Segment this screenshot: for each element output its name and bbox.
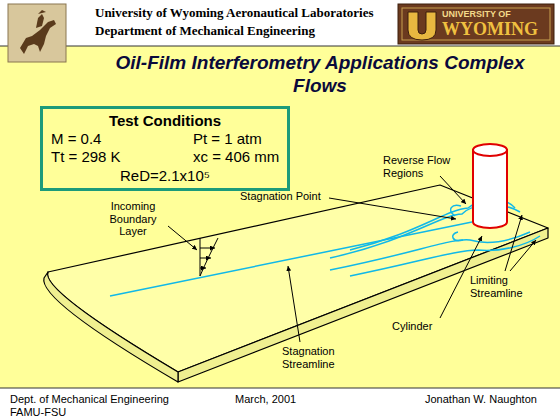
box-heading: Test Conditions [43,112,287,129]
leader-lines [168,176,536,342]
footer-text: March, 2001 [235,393,296,406]
slide-panel [0,46,560,388]
footer-text: FAMU-FSU [10,406,66,419]
condition-value: ReD=2.1x10⁵ [43,167,287,184]
wyoming-logo [398,4,554,44]
conditions-box: Test ConditionsM = 0.4 Pt = 1 atm Tt = 298… [40,106,290,191]
condition-value: Pt = 1 atm [193,130,262,147]
part-label: Stagnation Streamline [282,345,356,370]
condition-value: Tt = 298 K [51,148,121,165]
horse-logo [8,4,66,62]
part-label: Limiting Streamline [470,274,544,299]
condition-value: xc = 406 mm [193,148,279,165]
slide-title: Oil-Film Interferometry Applications Com… [115,52,525,98]
logo-text: WYOMING [442,19,538,40]
footer-text: Dept. of Mechanical Engineering [10,393,169,406]
header-text: University of Wyoming Aeronautical Labor… [95,6,374,21]
header-text: Department of Mechanical Engineering [95,24,315,39]
cylinder [473,144,507,228]
part-label: Stagnation Point [240,190,321,203]
boundary-layer-profile [200,238,218,276]
part-label: Incoming Boundary Layer [100,200,166,238]
part-label: Cylinder [392,320,432,333]
condition-value: M = 0.4 [51,130,101,147]
footer-text: Jonathan W. Naughton [425,393,537,406]
part-label: Reverse Flow Regions [383,154,457,179]
logo-text: UNIVERSITY OF [442,9,511,19]
